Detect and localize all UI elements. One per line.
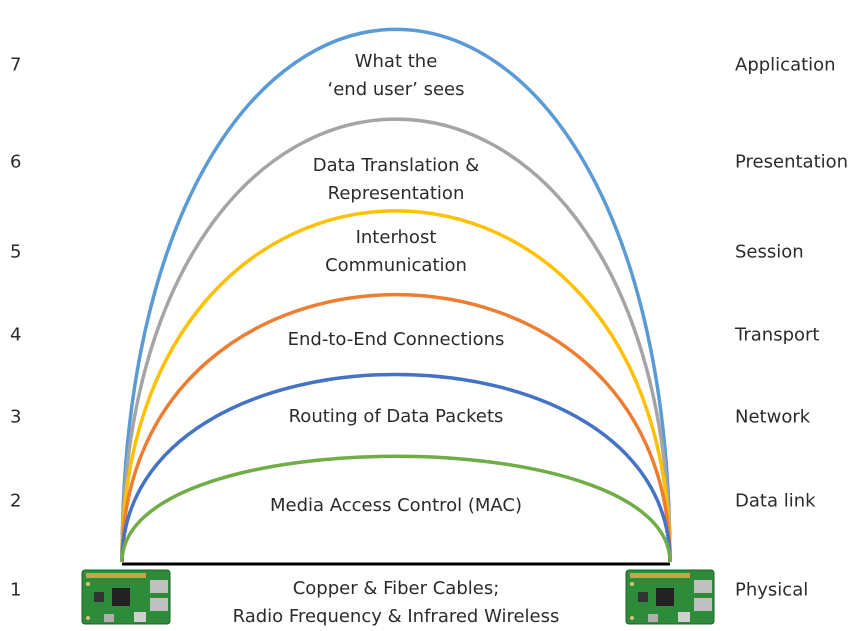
- layer-2-number: 2: [10, 490, 22, 512]
- layer-5-description: Interhost Communication: [186, 224, 606, 280]
- layer-7-description: What the ‘end user’ sees: [186, 48, 606, 104]
- layer-4-arc: [120, 292, 672, 563]
- layer-3-number: 3: [10, 406, 22, 428]
- layer-2-arc: [120, 454, 672, 563]
- layer-1-number: 1: [10, 579, 22, 601]
- layer-6-description: Data Translation & Representation: [186, 152, 606, 208]
- left-device-icon: [81, 569, 171, 625]
- layer-7-number: 7: [10, 54, 22, 76]
- layer-5-name: Session: [735, 241, 804, 263]
- layer-7-description-line-2: ‘end user’ sees: [327, 79, 465, 100]
- layer-1-description: Copper & Fiber Cables; Radio Frequency &…: [186, 575, 606, 631]
- layer-4-name: Transport: [735, 324, 820, 346]
- layer-3-arc: [120, 372, 672, 563]
- layer-7-description-line-1: What the: [354, 51, 438, 72]
- layer-6-arc: [120, 117, 672, 563]
- layer-3-description: Routing of Data Packets: [288, 406, 504, 427]
- layer-arcs: [120, 27, 672, 563]
- layer-1-description-line-1: Copper & Fiber Cables;: [292, 578, 500, 599]
- layer-3-name: Network: [735, 406, 811, 428]
- layer-5-number: 5: [10, 241, 22, 263]
- layer-4-description: End-to-End Connections: [287, 329, 505, 350]
- layer-6-description-line-2: Representation: [327, 183, 465, 204]
- right-device-icon: [625, 569, 715, 625]
- layer-5-description-line-2: Communication: [325, 255, 467, 276]
- layer-7-name: Application: [735, 54, 836, 76]
- layer-5-description-line-1: Interhost: [355, 227, 437, 248]
- layer-2-name: Data link: [735, 490, 816, 512]
- layer-7-arc: [120, 27, 672, 563]
- layer-5-arc: [120, 209, 672, 563]
- layer-1-name: Physical: [735, 579, 809, 601]
- layer-6-name: Presentation: [735, 151, 849, 173]
- layer-6-description-line-1: Data Translation &: [312, 155, 480, 176]
- layer-4-number: 4: [10, 324, 22, 346]
- layer-6-number: 6: [10, 151, 22, 173]
- layer-2-description: Media Access Control (MAC): [269, 495, 523, 516]
- layer-1-description-line-2: Radio Frequency & Infrared Wireless: [232, 606, 560, 627]
